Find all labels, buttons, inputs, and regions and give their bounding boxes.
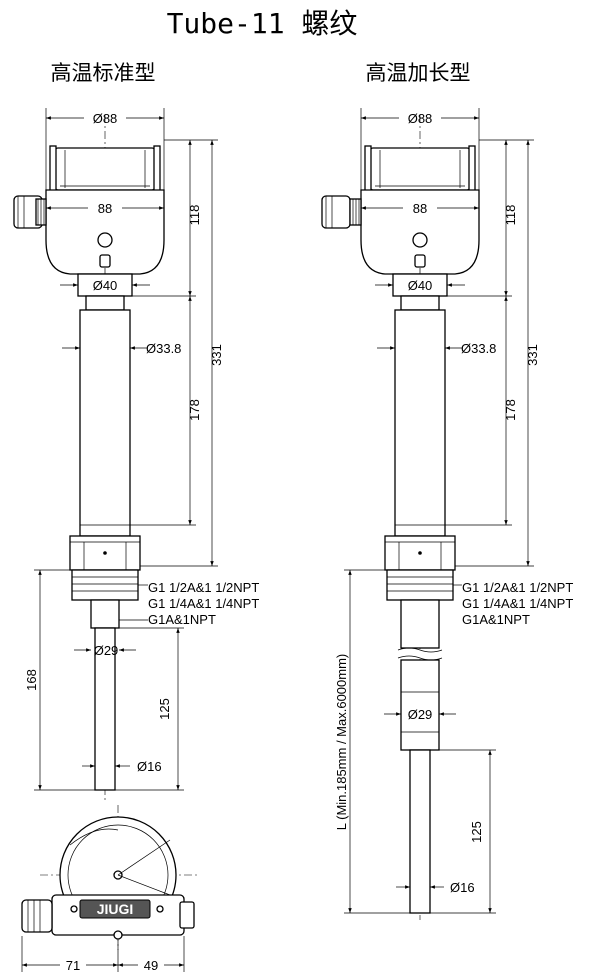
ext-dim-total-length: 331 xyxy=(525,344,540,366)
indicator-light xyxy=(99,254,111,268)
dim-head-diameter: Ø88 xyxy=(93,111,118,126)
thread-spec-3: G1A&1NPT xyxy=(148,612,216,627)
ext-thread-spec-2: G1 1/4A&1 1/4NPT xyxy=(462,596,573,611)
ext-housing-lid xyxy=(369,147,471,191)
dim-tip-diameter: Ø16 xyxy=(137,759,162,774)
ext-housing-screw xyxy=(412,232,428,248)
top-view: JIUGI 71 49 xyxy=(21,805,200,973)
ext-extension-tube xyxy=(394,309,446,537)
ext-dim-tube-diameter: Ø33.8 xyxy=(461,341,496,356)
dim-top-right: 49 xyxy=(144,958,158,973)
drawing-title: Tube-11 螺纹 xyxy=(167,7,358,40)
dim-total-length: 331 xyxy=(209,344,224,366)
ext-thread-spec-1: G1 1/2A&1 1/2NPT xyxy=(462,580,573,595)
ext-thread-spec-3: G1A&1NPT xyxy=(462,612,530,627)
cable-gland xyxy=(13,195,47,229)
ext-dim-probe-length: 125 xyxy=(469,821,484,843)
thread-spec-1: G1 1/2A&1 1/2NPT xyxy=(148,580,259,595)
ext-housing-body xyxy=(360,189,480,275)
dim-probe-diameter: Ø29 xyxy=(94,643,119,658)
ext-process-thread xyxy=(386,569,454,601)
ext-probe-lower xyxy=(400,659,440,751)
brand-logo: JIUGI xyxy=(97,901,134,917)
extension-tube xyxy=(79,309,131,537)
ext-probe-rod xyxy=(409,749,431,914)
brand-plate xyxy=(79,899,151,919)
dim-top-left: 71 xyxy=(66,958,80,973)
standard-view: Ø88 88 Ø40 Ø33.8 118 178 331 G1 1/2A&1 1… xyxy=(13,108,259,800)
ext-dim-tip-diameter: Ø16 xyxy=(450,880,475,895)
ext-indicator-light xyxy=(414,254,426,268)
dim-insertion-length: 168 xyxy=(24,669,39,691)
housing-lid xyxy=(54,147,156,191)
ext-dim-insertion-length: L (Min.185mm / Max.6000mm) xyxy=(334,654,349,831)
housing-body xyxy=(45,189,165,275)
dim-head-height: 118 xyxy=(187,205,202,226)
ext-dim-tube-length: 178 xyxy=(503,399,518,421)
process-thread xyxy=(71,569,139,601)
ext-cable-gland xyxy=(321,195,362,229)
ext-dim-head-height: 118 xyxy=(503,205,518,226)
extended-view-label: 高温加长型 xyxy=(366,61,471,85)
dim-tube-length: 178 xyxy=(187,399,202,421)
probe-sleeve xyxy=(90,599,120,629)
ext-probe-upper xyxy=(400,599,440,649)
ext-dim-neck-diameter: Ø40 xyxy=(408,278,433,293)
top-view-gland xyxy=(21,899,53,933)
dim-tube-diameter: Ø33.8 xyxy=(146,341,181,356)
standard-view-label: 高温标准型 xyxy=(51,61,156,85)
thread-spec-2: G1 1/4A&1 1/4NPT xyxy=(148,596,259,611)
ext-dim-probe-diameter: Ø29 xyxy=(408,707,433,722)
dim-probe-length: 125 xyxy=(157,698,172,720)
probe-rod xyxy=(94,627,116,791)
ext-dim-head-diameter: Ø88 xyxy=(408,111,433,126)
housing-screw xyxy=(97,232,113,248)
dim-head-width: 88 xyxy=(98,201,112,216)
ext-dim-head-width: 88 xyxy=(413,201,427,216)
dim-neck-diameter: Ø40 xyxy=(93,278,118,293)
extended-view: Ø88 88 Ø40 Ø33.8 118 178 331 G1 1/2A&1 1… xyxy=(321,108,573,920)
